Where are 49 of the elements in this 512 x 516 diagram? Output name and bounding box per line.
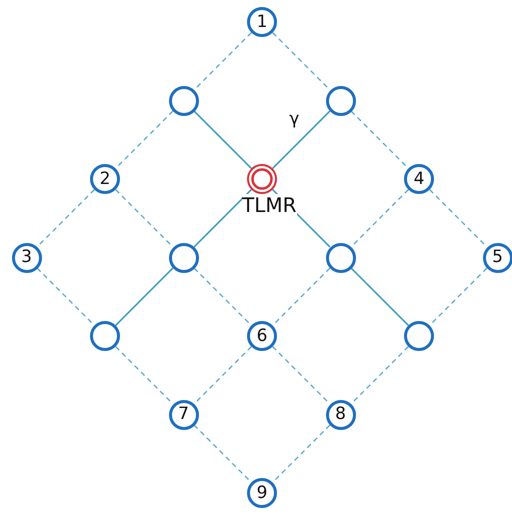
numbered-circle — [482, 242, 512, 272]
double-ring-node — [247, 164, 277, 194]
connector-line — [194, 189, 252, 248]
node-number: 8 — [335, 406, 346, 423]
circle-node — [168, 242, 198, 272]
dashed-line — [194, 424, 252, 483]
dashed-line — [272, 32, 330, 90]
numbered-circle — [12, 242, 42, 272]
connector-line — [115, 268, 174, 326]
numbered-circle — [326, 400, 356, 430]
connector-line — [194, 110, 252, 169]
numbered-circle — [247, 478, 277, 508]
dashed-line — [429, 268, 488, 326]
numbered-circle — [247, 321, 277, 351]
circle-node — [326, 86, 356, 116]
dashed-line — [115, 189, 174, 248]
dashed-line — [272, 346, 330, 404]
dashed-line — [272, 424, 330, 483]
node-number: 2 — [100, 170, 110, 188]
circle-node — [90, 321, 120, 351]
node-number: 3 — [21, 249, 32, 266]
node-caption: TLMR — [242, 194, 297, 216]
dashed-line — [350, 110, 409, 169]
node-number: 4 — [414, 170, 424, 188]
connector-line — [350, 268, 409, 326]
dashed-line — [115, 110, 174, 169]
numbered-circle — [168, 400, 198, 430]
numbered-circle — [247, 7, 277, 37]
connector-line — [272, 110, 330, 169]
dashed-line — [350, 189, 409, 248]
dashed-line — [115, 346, 174, 404]
dashed-line — [194, 32, 252, 90]
node-number: 9 — [256, 484, 268, 502]
node-number: 6 — [256, 328, 268, 344]
numbered-circle — [90, 164, 120, 194]
dashed-line — [272, 268, 330, 326]
dashed-line — [194, 346, 252, 404]
dashed-line — [194, 268, 252, 326]
dashed-line — [36, 268, 95, 326]
circle-node — [404, 321, 434, 351]
node-number: 5 — [492, 249, 503, 266]
circle-node — [326, 242, 356, 272]
dashed-line — [429, 189, 488, 248]
numbered-circle — [404, 164, 434, 194]
node-number: 7 — [178, 406, 189, 423]
dashed-line — [36, 189, 95, 248]
dashed-line — [350, 346, 409, 404]
circle-node — [168, 86, 198, 116]
node-number: 1 — [256, 14, 268, 30]
